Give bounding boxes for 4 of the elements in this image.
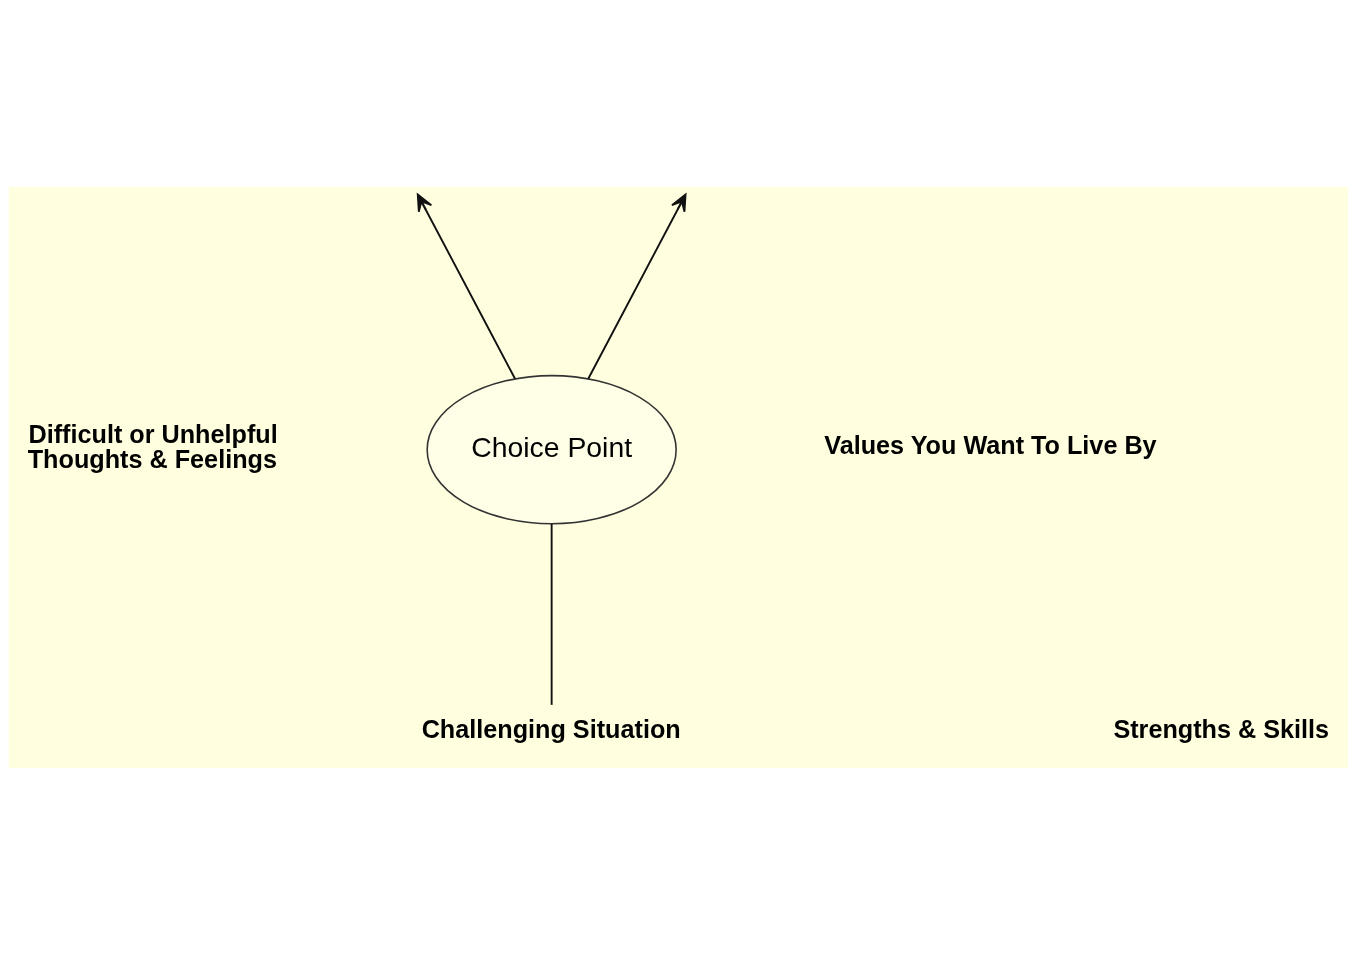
label: Difficult or Unhelpful Thoughts & Feelings — [27, 420, 278, 474]
label: Values You Want To Live By — [824, 431, 1157, 460]
label: Strengths & Skills — [1113, 714, 1330, 743]
node-text: Challenging Situation — [421, 714, 681, 743]
